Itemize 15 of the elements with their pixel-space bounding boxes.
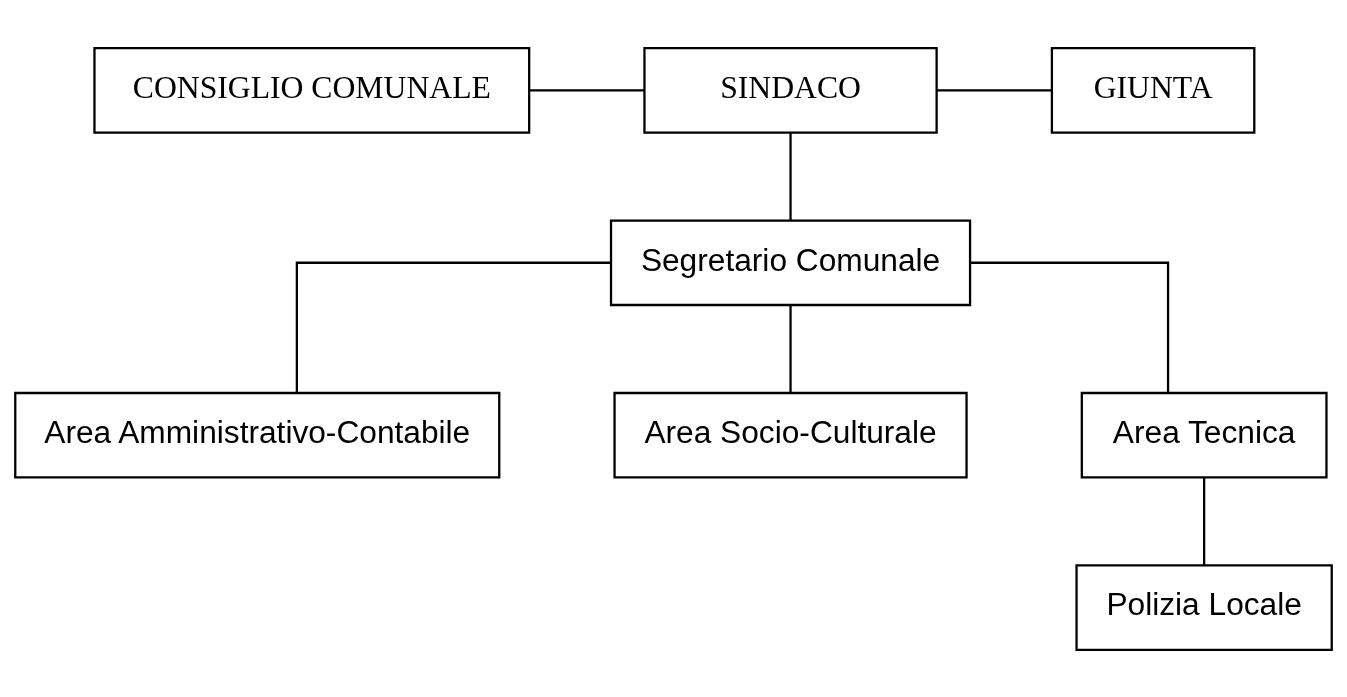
node-box: Polizia Locale bbox=[1075, 563, 1333, 651]
node-box: Area Tecnica bbox=[1080, 391, 1328, 479]
node-box: GIUNTA bbox=[1050, 46, 1256, 134]
node-box: Segretario Comunale bbox=[609, 218, 972, 306]
node-box: CONSIGLIO COMUNALE bbox=[93, 46, 531, 134]
connector bbox=[295, 261, 611, 393]
connector bbox=[936, 88, 1052, 91]
connector bbox=[789, 304, 792, 392]
node-box: SINDACO bbox=[643, 46, 938, 134]
connector bbox=[529, 88, 644, 91]
connector bbox=[970, 261, 1170, 393]
connector bbox=[1203, 477, 1206, 565]
node-box: Area Amministrativo-Contabile bbox=[14, 391, 501, 479]
node-box: Area Socio-Culturale bbox=[613, 391, 968, 479]
connector bbox=[789, 132, 792, 220]
